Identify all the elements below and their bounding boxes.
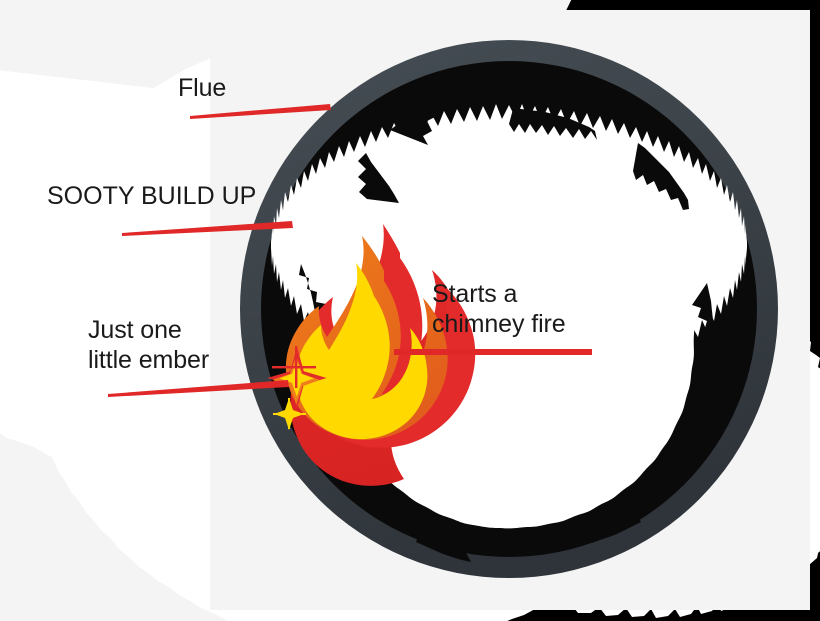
ember-sparkles bbox=[267, 346, 327, 430]
ember-ray-horizontal bbox=[272, 366, 316, 369]
label-ember-line-1: Just one bbox=[88, 316, 182, 344]
leader-line-ember bbox=[108, 380, 289, 397]
label-sooty-build-up: SOOTY BUILD UP bbox=[47, 182, 257, 210]
label-flue: Flue bbox=[178, 74, 227, 102]
leader-line-chimney-fire bbox=[394, 349, 592, 355]
label-fire-line-1: Starts a bbox=[432, 280, 518, 308]
flame-inner bbox=[296, 263, 428, 440]
label-ember-line-2: little ember bbox=[88, 345, 210, 374]
ember-ray-small-vertical bbox=[288, 398, 290, 429]
soot-rim-teeth bbox=[299, 100, 718, 562]
leader-line-flue bbox=[190, 104, 331, 119]
chimney-fire-flame bbox=[285, 224, 476, 486]
leader-lines bbox=[108, 104, 592, 397]
leader-line-sooty bbox=[122, 221, 293, 236]
ember-ray-vertical bbox=[295, 346, 298, 388]
label-fire-line-2: chimney fire bbox=[432, 309, 566, 338]
